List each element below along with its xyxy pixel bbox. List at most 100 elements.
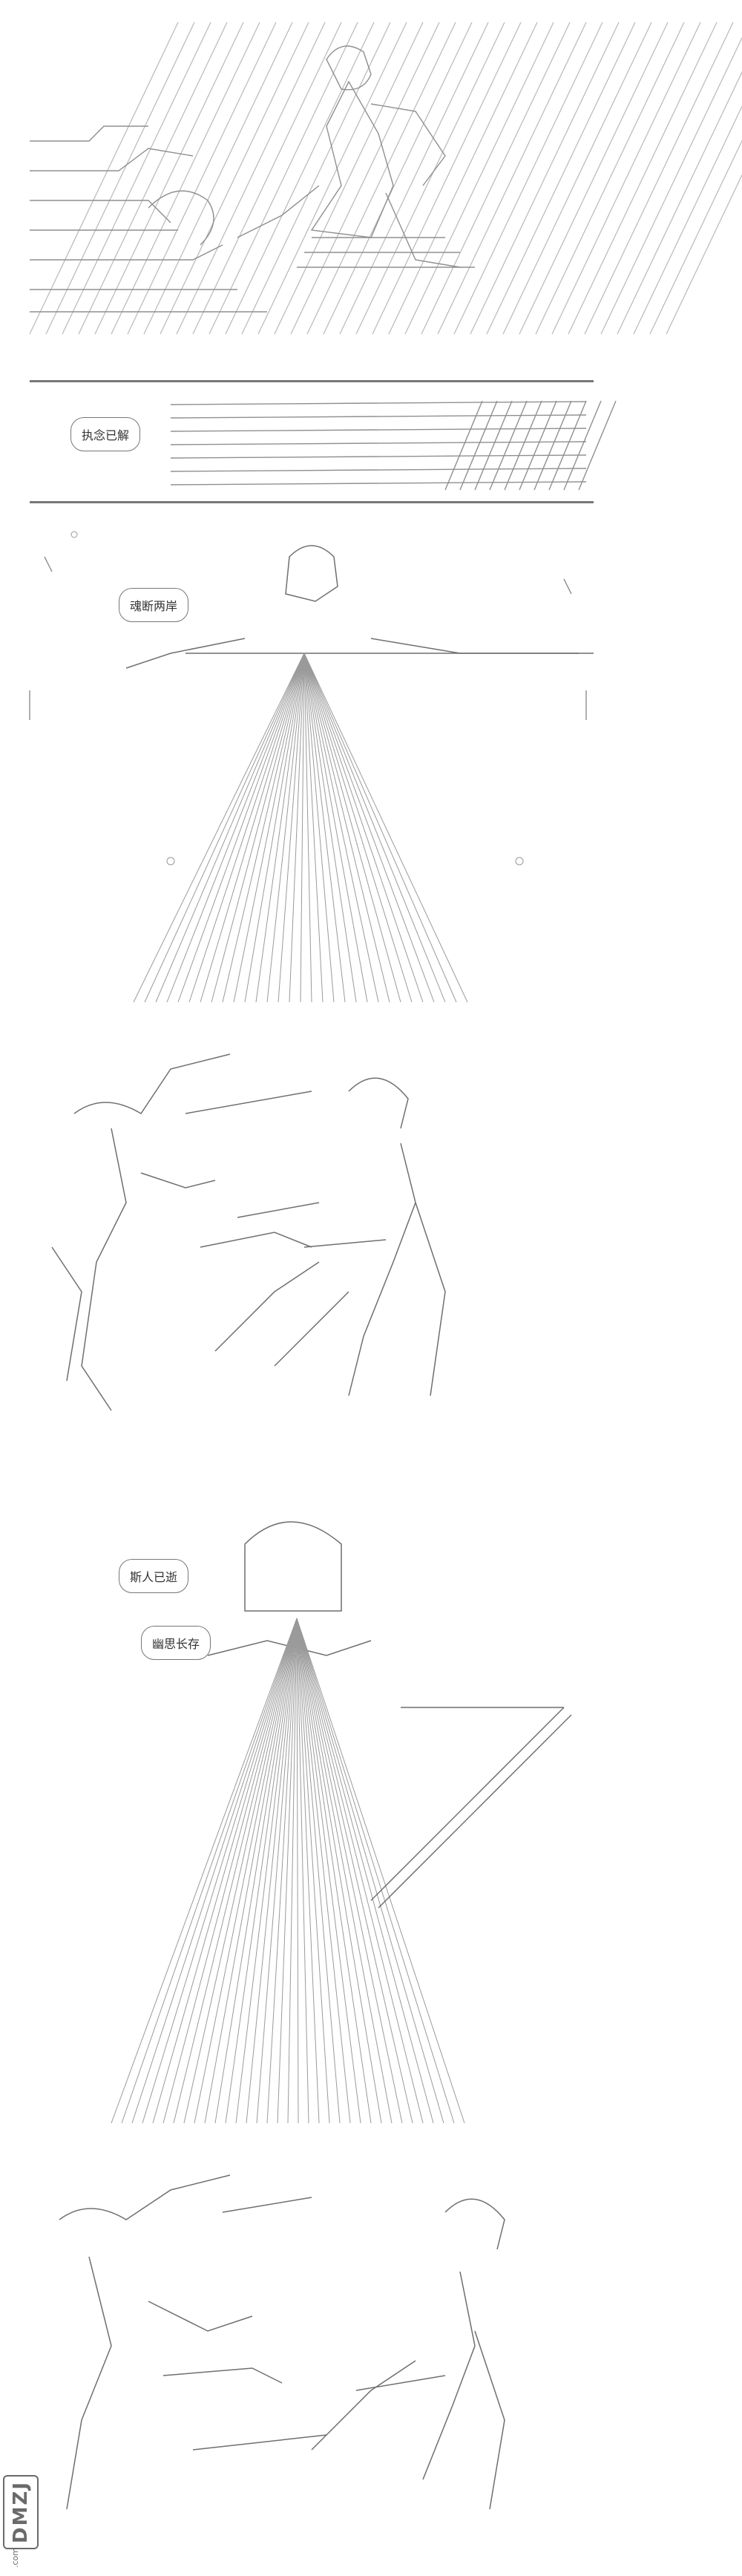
rain-stroke [519,22,669,335]
banner-slash [563,400,602,491]
cloak-stroke [296,1618,299,2124]
banner-streak [170,481,587,486]
speech-bubble-2: 魂断两岸 [119,588,189,622]
rain-hatching [29,22,742,335]
banner-slash [504,400,542,491]
robe-stroke [144,653,305,1003]
banner-streak [170,401,587,405]
cloak-stroke [131,1618,298,2124]
robe-stroke [166,653,305,1003]
dmzj-logo: DMZJ [3,2475,39,2549]
robed-figure-art [29,531,594,1003]
rain-stroke [470,22,620,335]
rain-stroke [551,22,701,335]
sword-figure-art [111,1521,572,2124]
banner-slash [548,400,587,491]
cloak-stroke [296,1618,424,2124]
banner-slash [459,400,498,491]
cloak-stroke [256,1618,298,2124]
rain-stroke [160,22,309,335]
robe-stroke [177,653,305,1003]
robe-stroke [303,653,312,1003]
rain-stroke [176,22,326,335]
cloak-stroke [296,1618,403,2124]
cloak-stroke [296,1618,413,2124]
standing-figure-art [237,45,475,268]
robe-stroke [303,653,390,1003]
robe-stroke [300,653,305,1003]
cloak-stroke [296,1618,361,2124]
banner-streak [170,441,587,445]
kneeling-figure-art [30,125,267,313]
cloak-stroke [296,1618,330,2124]
robe-stroke [303,653,435,1003]
banner-bottom-rule [30,501,594,503]
banner-streak [170,414,587,419]
panel-aiming-figures [0,1024,742,1470]
rain-stroke [241,22,391,335]
robe-stroke [303,653,335,1003]
rain-stroke [225,22,375,335]
cloak-stroke [296,1618,465,2124]
rain-stroke [339,22,489,335]
robe-stroke [222,653,305,1003]
rain-stroke [388,22,538,335]
banner-top-rule [30,380,594,382]
rain-stroke [111,22,260,335]
banner-streak [170,454,587,459]
final-figures-art [59,2174,505,2510]
banner-slash [533,400,572,491]
rain-stroke [437,22,587,335]
rain-stroke [421,22,571,335]
speech-bubble-4: 幽思长存 [141,1626,211,1660]
rain-stroke [453,22,603,335]
left-figure-art [51,1053,320,1411]
cloak-stroke [287,1618,298,2124]
robed-figure-head [125,545,594,669]
banner-streak [170,428,587,432]
rain-stroke [617,71,742,335]
robe-stroke [289,653,305,1003]
rain-stroke [192,22,342,335]
rain-stroke [502,22,652,335]
banner-slash [444,400,483,491]
speech-bubble-3: 斯人已逝 [119,1559,189,1593]
robe-stroke [303,653,401,1003]
cloak-stroke [296,1618,455,2124]
cloak-stroke [266,1618,298,2124]
panel-robed-figure: 魂断两岸 [0,505,742,1010]
rain-stroke [568,22,718,335]
robe-stroke [211,653,305,1003]
banner-slash [578,400,617,491]
cloak-stroke [173,1618,298,2124]
rain-stroke [535,22,685,335]
dmzj-domain: .com [10,2548,20,2568]
panel-final-figures: DMZJ .com [0,2153,742,2576]
cloak-stroke [296,1618,382,2124]
rain-stroke [274,22,424,335]
rain-stroke [290,22,440,335]
robe-stroke [244,653,305,1003]
banner-slash [489,400,528,491]
rain-scene-art [29,22,742,335]
cloak-stroke [214,1618,298,2124]
rain-stroke [600,36,742,335]
cloak-stroke [246,1618,298,2124]
banner-art [170,400,617,491]
rain-stroke [209,22,358,335]
cloak-stroke [296,1618,341,2124]
rain-stroke [584,22,734,335]
robe-stroke [303,653,457,1003]
panel-banner: 执念已解 [0,371,742,520]
rain-stroke [45,22,195,335]
robe-stroke [303,653,357,1003]
robe-stroke [266,653,305,1003]
robe-stroke [303,653,446,1003]
robe-stroke [233,653,305,1003]
robe-stroke [303,653,324,1003]
banner-slash [519,400,557,491]
rain-stroke [306,22,456,335]
sword-figure-cloak [111,1618,465,2124]
cloak-stroke [296,1618,434,2124]
rain-stroke [127,22,277,335]
